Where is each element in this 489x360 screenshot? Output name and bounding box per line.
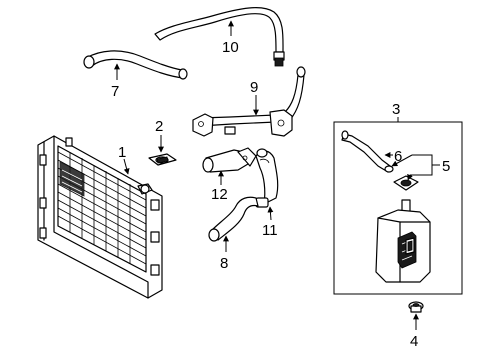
callout-11: 11 (262, 206, 278, 239)
callout-7: 7 (111, 63, 120, 100)
callout-label-11: 11 (262, 222, 278, 239)
coolant-reservoir-tank (375, 199, 431, 283)
water-pipe-assembly-part-9 (192, 66, 306, 137)
reservoir-hose-part-6 (341, 130, 394, 173)
radiator-part-1 (37, 135, 163, 299)
callout-label-10: 10 (222, 39, 239, 56)
callout-4: 4 (410, 313, 419, 350)
callout-label-8: 8 (220, 255, 228, 272)
callout-label-2: 2 (155, 118, 163, 135)
callout-3: 3 (392, 101, 400, 122)
callout-label-1: 1 (118, 144, 126, 161)
callout-label-5: 5 (442, 158, 450, 175)
callout-12: 12 (211, 170, 228, 203)
lower-radiator-hose-part-8 (208, 196, 259, 242)
heater-hose-part-12 (202, 147, 257, 173)
callout-label-3: 3 (392, 101, 400, 118)
callout-label-12: 12 (211, 186, 228, 203)
callout-label-6: 6 (394, 148, 402, 165)
radiator-hose-part-7 (83, 50, 188, 80)
callout-5: 5 (391, 154, 450, 181)
callout-label-7: 7 (111, 83, 119, 100)
callout-2: 2 (155, 118, 164, 153)
callout-label-4: 4 (410, 333, 418, 350)
callout-6: 6 (384, 148, 402, 165)
callout-10: 10 (222, 20, 239, 56)
reservoir-cap (393, 175, 419, 191)
upper-radiator-hose-part-10 (154, 7, 285, 67)
reservoir-grommet-part-4 (408, 301, 424, 313)
callout-9: 9 (250, 79, 259, 116)
radiator-cap-part-2 (148, 153, 177, 166)
callout-label-9: 9 (250, 79, 258, 96)
callout-8: 8 (220, 235, 229, 272)
bypass-hose-part-11 (255, 148, 279, 208)
callout-1: 1 (118, 144, 130, 175)
